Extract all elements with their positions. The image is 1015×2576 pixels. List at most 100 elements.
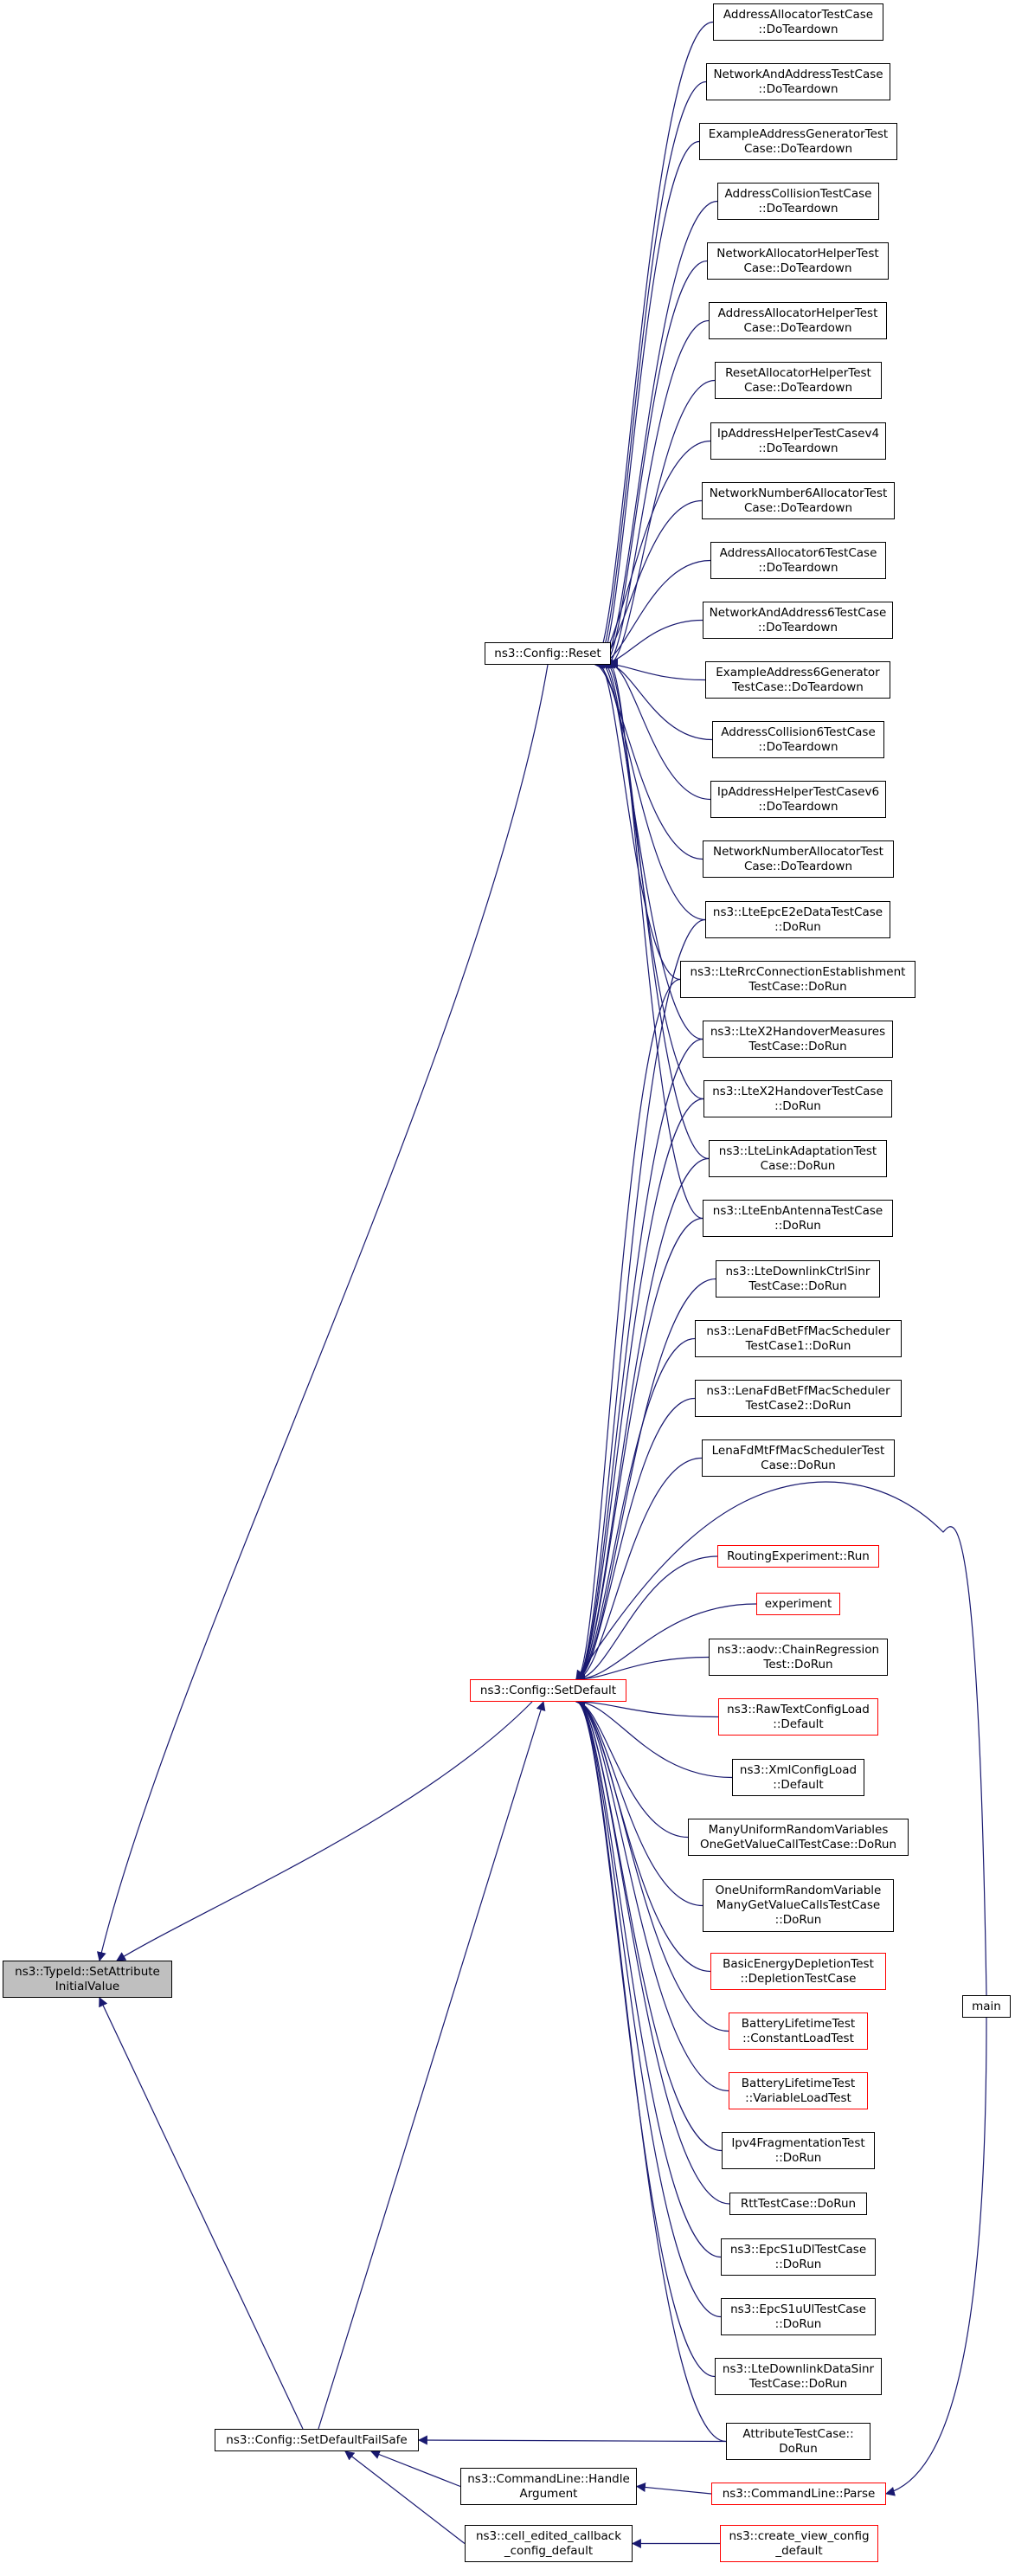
node-label-line: ns3::Config::SetDefault bbox=[479, 1683, 617, 1697]
node-label-line: ResetAllocatorHelperTest bbox=[725, 365, 871, 380]
node-cmdline-parse[interactable]: ns3::CommandLine::Parse bbox=[711, 2483, 886, 2505]
edge-parse-to-handleargument bbox=[635, 2483, 712, 2495]
node-label-line: experiment bbox=[764, 1596, 832, 1611]
node-label-line: Test::DoRun bbox=[763, 1657, 833, 1671]
node-s-epcs1uul[interactable]: ns3::EpcS1uUlTestCase::DoRun bbox=[721, 2298, 876, 2335]
edge-b_lteepce2edata-to-setdefault bbox=[575, 918, 706, 1684]
node-label-line: ns3::LteDownlinkDataSinr bbox=[722, 2361, 875, 2376]
node-label-line: TestCase1::DoRun bbox=[745, 1338, 851, 1353]
node-t-networkandaddress6[interactable]: NetworkAndAddress6TestCase::DoTeardown bbox=[703, 602, 893, 639]
node-label-line: Case::DoRun bbox=[761, 1458, 836, 1472]
node-label-line: BatteryLifetimeTest bbox=[741, 2076, 856, 2090]
edge-setdefault-to-root bbox=[116, 1701, 533, 1961]
node-create-view-config[interactable]: ns3::create_view_config_default bbox=[720, 2525, 878, 2562]
edge-b_lteenbantenna-to-reset bbox=[607, 659, 703, 1220]
node-s-experiment[interactable]: experiment bbox=[756, 1593, 840, 1615]
node-t-addresscollision6[interactable]: AddressCollision6TestCase::DoTeardown bbox=[712, 721, 884, 758]
node-label-line: RoutingExperiment::Run bbox=[727, 1549, 870, 1563]
node-label-line: ns3::LteEpcE2eDataTestCase bbox=[712, 905, 883, 919]
edge-t_ipaddresshelperv4-to-reset bbox=[592, 440, 711, 669]
node-s-epcs1udl[interactable]: ns3::EpcS1uDlTestCase::DoRun bbox=[721, 2238, 876, 2276]
node-label-line: OneGetValueCallTestCase::DoRun bbox=[699, 1837, 897, 1852]
node-t-networkandaddress[interactable]: NetworkAndAddressTestCase::DoTeardown bbox=[706, 63, 890, 100]
node-label-line: Case::DoTeardown bbox=[743, 320, 852, 335]
node-label-line: _config_default bbox=[504, 2543, 594, 2558]
node-s-basicenergydepletion[interactable]: BasicEnergyDepletionTest::DepletionTestC… bbox=[710, 1953, 886, 1990]
edge-t_networkallocatorhelper-to-reset bbox=[602, 260, 708, 669]
node-label-line: ManyGetValueCallsTestCase bbox=[716, 1898, 881, 1912]
edge-s_lenafdmtff-to-setdefault bbox=[575, 1457, 703, 1684]
node-label-line: ::Default bbox=[773, 1777, 824, 1792]
edge-failsafe-to-setdefault bbox=[318, 1700, 546, 2430]
node-b-ltex2handover[interactable]: ns3::LteX2HandoverTestCase::DoRun bbox=[703, 1080, 892, 1117]
node-label-line: ::DoTeardown bbox=[758, 739, 838, 754]
node-config-reset[interactable]: ns3::Config::Reset bbox=[485, 642, 611, 665]
node-label-line: ns3::TypeId::SetAttribute bbox=[15, 1964, 160, 1979]
edge-s_oneuniformrandom-to-setdefault bbox=[575, 1697, 703, 1907]
node-label-line: NetworkAndAddressTestCase bbox=[713, 67, 883, 81]
node-label-line: ns3::LteX2HandoverMeasures bbox=[710, 1024, 886, 1039]
node-config-setdefaultfailsafe[interactable]: ns3::Config::SetDefaultFailSafe bbox=[215, 2429, 419, 2451]
node-label-line: AddressAllocatorTestCase bbox=[723, 7, 874, 22]
edge-main-to-parse bbox=[884, 2017, 987, 2496]
edge-s_xmlconfigload-to-setdefault bbox=[575, 1697, 733, 1779]
node-label-line: ::DoTeardown bbox=[757, 620, 838, 634]
node-s-batteryvariable[interactable]: BatteryLifetimeTest::VariableLoadTest bbox=[729, 2072, 868, 2109]
node-label-line: main bbox=[972, 1999, 1001, 2013]
node-t-addressallocator6[interactable]: AddressAllocator6TestCase::DoTeardown bbox=[710, 542, 886, 579]
node-config-setdefault[interactable]: ns3::Config::SetDefault bbox=[470, 1679, 626, 1702]
node-label-line: _default bbox=[775, 2543, 823, 2558]
node-label-line: TestCase::DoRun bbox=[748, 979, 847, 994]
edge-b_ltex2handovermeasures-to-setdefault bbox=[575, 1038, 703, 1684]
node-t-ipaddresshelperv6[interactable]: IpAddressHelperTestCasev6::DoTeardown bbox=[710, 781, 886, 818]
node-cell-edited-callback[interactable]: ns3::cell_edited_callback_config_default bbox=[465, 2525, 633, 2562]
edge-s_batteryconstant-to-setdefault bbox=[575, 1697, 729, 2032]
node-t-addresscollision[interactable]: AddressCollisionTestCase::DoTeardown bbox=[717, 183, 879, 220]
node-label-line: Case::DoTeardown bbox=[743, 261, 852, 275]
node-b-lteenbantenna[interactable]: ns3::LteEnbAntennaTestCase::DoRun bbox=[703, 1200, 893, 1237]
node-label-line: Argument bbox=[519, 2486, 578, 2501]
node-label-line: ::DoRun bbox=[774, 2150, 822, 2165]
node-main[interactable]: main bbox=[962, 1995, 1011, 2018]
node-s-xmlconfigload[interactable]: ns3::XmlConfigLoad::Default bbox=[732, 1759, 864, 1796]
node-attributetestcase[interactable]: AttributeTestCase::DoRun bbox=[726, 2423, 870, 2460]
node-b-lteepce2edata[interactable]: ns3::LteEpcE2eDataTestCase::DoRun bbox=[705, 901, 890, 938]
node-label-line: ns3::Config::Reset bbox=[494, 646, 601, 660]
node-label-line: ns3::cell_edited_callback bbox=[475, 2528, 622, 2543]
node-label-line: ns3::EpcS1uDlTestCase bbox=[729, 2242, 867, 2257]
node-s-routingexperiment[interactable]: RoutingExperiment::Run bbox=[717, 1545, 879, 1568]
node-label-line: ns3::CommandLine::Parse bbox=[722, 2486, 876, 2501]
node-label-line: IpAddressHelperTestCasev4 bbox=[716, 426, 880, 441]
node-s-ipv4fragmentation[interactable]: Ipv4FragmentationTest::DoRun bbox=[722, 2132, 875, 2169]
node-t-addressallocator[interactable]: AddressAllocatorTestCase::DoTeardown bbox=[713, 3, 883, 41]
node-t-ipaddresshelperv4[interactable]: IpAddressHelperTestCasev4::DoTeardown bbox=[710, 422, 886, 460]
node-label-line: TestCase::DoTeardown bbox=[732, 679, 864, 694]
node-s-batteryconstant[interactable]: BatteryLifetimeTest::ConstantLoadTest bbox=[729, 2012, 868, 2050]
node-s-rawtextconfigload[interactable]: ns3::RawTextConfigLoad::Default bbox=[718, 1698, 878, 1736]
node-label-line: TestCase::DoRun bbox=[748, 1278, 847, 1293]
edge-b_ltex2handover-to-setdefault bbox=[575, 1098, 704, 1684]
node-s-rtttestcase[interactable]: RttTestCase::DoRun bbox=[729, 2193, 867, 2215]
edge-t_exampleaddressgenerator-to-reset bbox=[597, 140, 700, 669]
node-label-line: NetworkAndAddress6TestCase bbox=[709, 605, 887, 620]
